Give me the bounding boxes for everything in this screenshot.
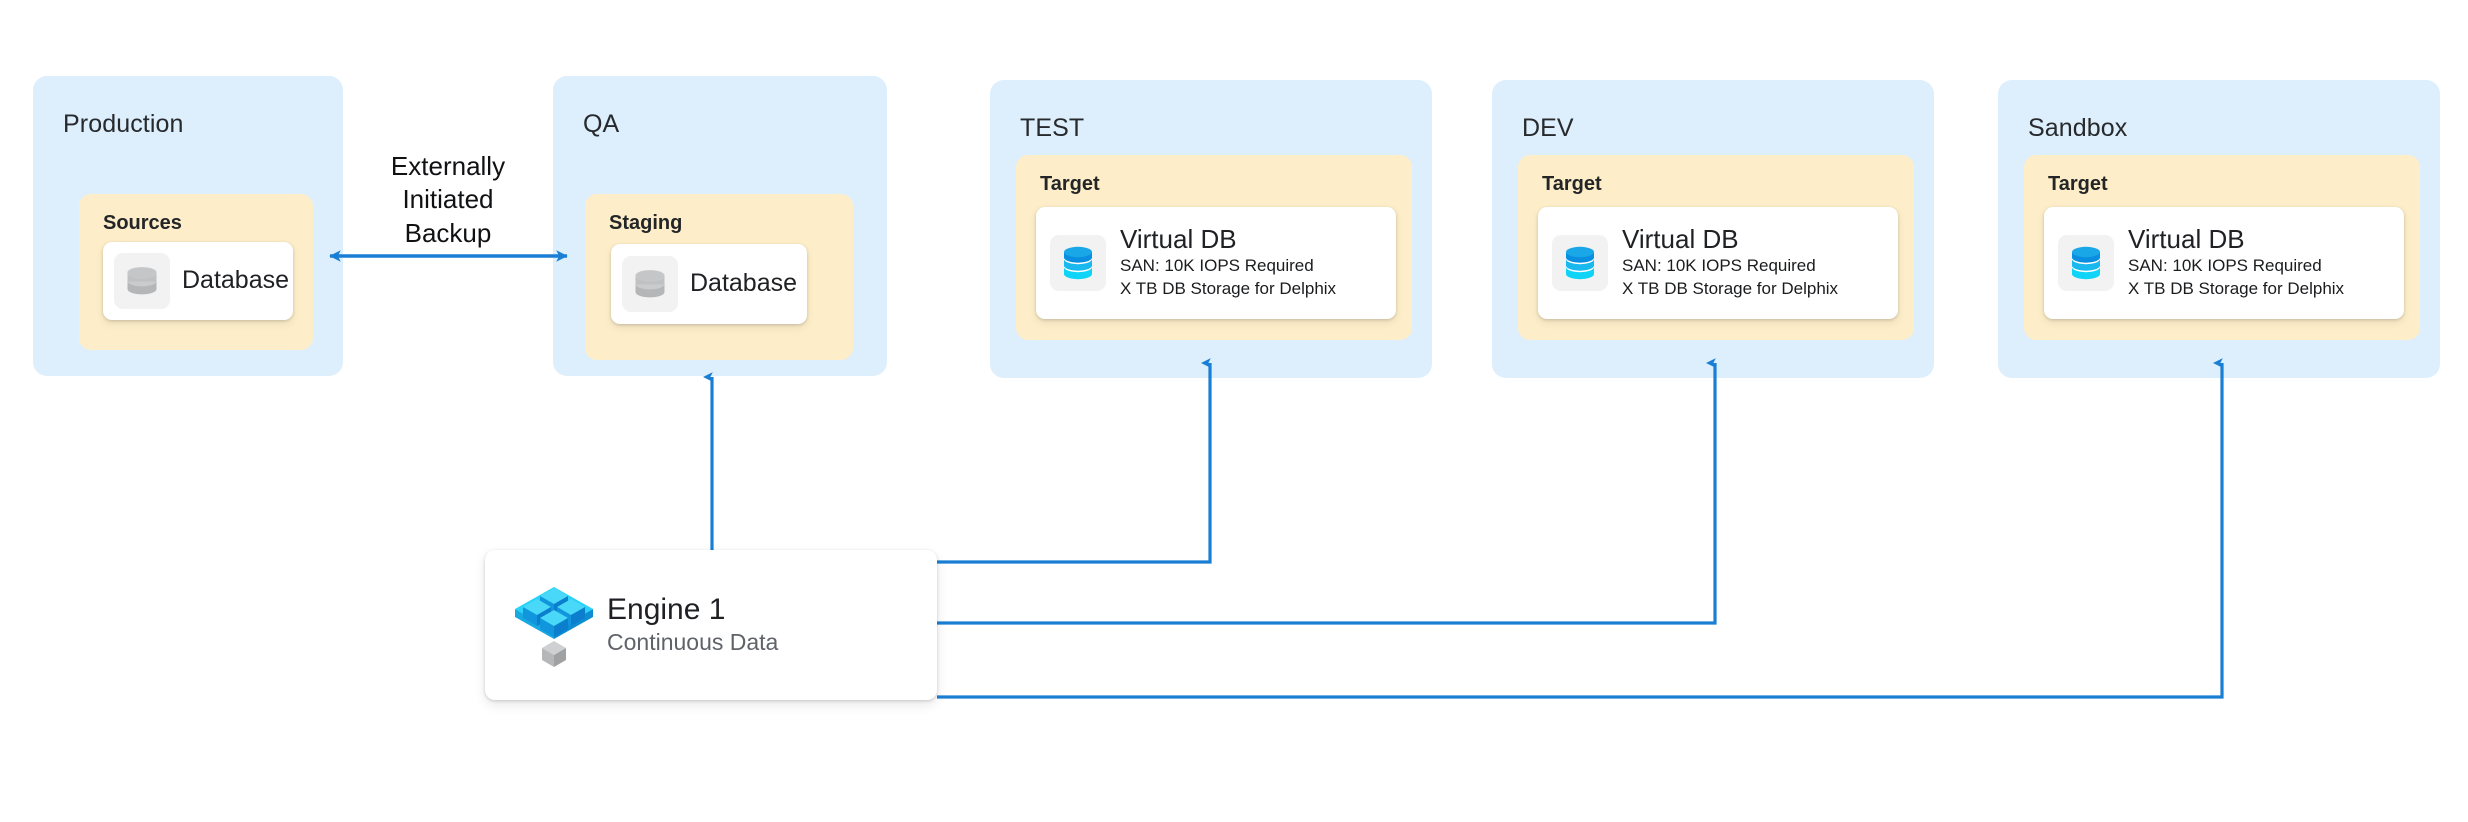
group-title-target: Target bbox=[1542, 173, 1602, 195]
asset-card-database-production[interactable]: Database bbox=[103, 242, 307, 334]
engine-card[interactable]: Engine 1 Continuous Data bbox=[485, 550, 937, 700]
group-box-target-test[interactable]: Target Virtual D bbox=[1016, 155, 1412, 340]
env-panel-test[interactable]: TEST Target bbox=[990, 80, 1432, 378]
env-title-qa: QA bbox=[583, 110, 620, 138]
asset-card-virtual-db-dev[interactable]: Virtual DB SAN: 10K IOPS Required X TB D… bbox=[1538, 207, 1898, 319]
gray-cube-icon bbox=[542, 641, 566, 667]
env-title-test: TEST bbox=[1020, 114, 1085, 142]
env-title-production: Production bbox=[63, 110, 184, 138]
group-box-sources[interactable]: Sources Database bbox=[79, 194, 313, 350]
asset-spec-line-1: SAN: 10K IOPS Required bbox=[1622, 255, 1816, 275]
asset-card-virtual-db-test[interactable]: Virtual DB SAN: 10K IOPS Required X TB D… bbox=[1036, 207, 1396, 319]
virtual-db-icon bbox=[2058, 235, 2114, 291]
asset-spec-line-2: X TB DB Storage for Delphix bbox=[2128, 279, 2345, 299]
virtual-db-icon bbox=[1050, 235, 1106, 291]
connector-engine-to-test bbox=[937, 358, 1212, 564]
asset-spec-line-1: SAN: 10K IOPS Required bbox=[1120, 255, 1314, 275]
env-panel-production[interactable]: Production Sources Database bbox=[33, 76, 343, 376]
database-icon bbox=[622, 256, 678, 312]
connector-engine-to-dev bbox=[937, 358, 1717, 625]
database-icon bbox=[114, 253, 170, 309]
asset-name: Virtual DB bbox=[1622, 224, 1739, 255]
env-title-dev: DEV bbox=[1522, 114, 1574, 142]
virtual-db-icon bbox=[1552, 235, 1608, 291]
env-panel-qa[interactable]: QA Staging Database bbox=[553, 76, 887, 376]
asset-spec-line-2: X TB DB Storage for Delphix bbox=[1120, 279, 1337, 299]
engine-title: Engine 1 bbox=[607, 593, 726, 627]
connector-engine-to-sandbox bbox=[937, 358, 2224, 699]
engine-cubes-icon bbox=[511, 579, 597, 671]
env-panel-dev[interactable]: DEV Target bbox=[1492, 80, 1934, 378]
engine-subtitle: Continuous Data bbox=[607, 628, 779, 655]
group-box-target-dev[interactable]: Target Virtual D bbox=[1518, 155, 1914, 340]
group-box-target-sandbox[interactable]: Target Virtual D bbox=[2024, 155, 2420, 340]
env-title-sandbox: Sandbox bbox=[2028, 114, 2128, 142]
env-panel-sandbox[interactable]: Sandbox Target bbox=[1998, 80, 2440, 378]
backup-arrow-label: Externally Initiated Backup bbox=[390, 151, 506, 248]
asset-name: Database bbox=[182, 266, 290, 295]
group-title-staging: Staging bbox=[609, 212, 683, 234]
asset-card-database-qa[interactable]: Database bbox=[611, 244, 821, 338]
asset-spec-line-2: X TB DB Storage for Delphix bbox=[1622, 279, 1839, 299]
group-title-sources: Sources bbox=[103, 212, 182, 234]
group-title-target: Target bbox=[2048, 173, 2108, 195]
asset-name: Database bbox=[690, 269, 798, 298]
group-box-staging[interactable]: Staging Database bbox=[585, 194, 853, 360]
group-title-target: Target bbox=[1040, 173, 1100, 195]
asset-spec-line-1: SAN: 10K IOPS Required bbox=[2128, 255, 2322, 275]
asset-name: Virtual DB bbox=[2128, 224, 2245, 255]
asset-name: Virtual DB bbox=[1120, 224, 1237, 255]
asset-card-virtual-db-sandbox[interactable]: Virtual DB SAN: 10K IOPS Required X TB D… bbox=[2044, 207, 2404, 319]
